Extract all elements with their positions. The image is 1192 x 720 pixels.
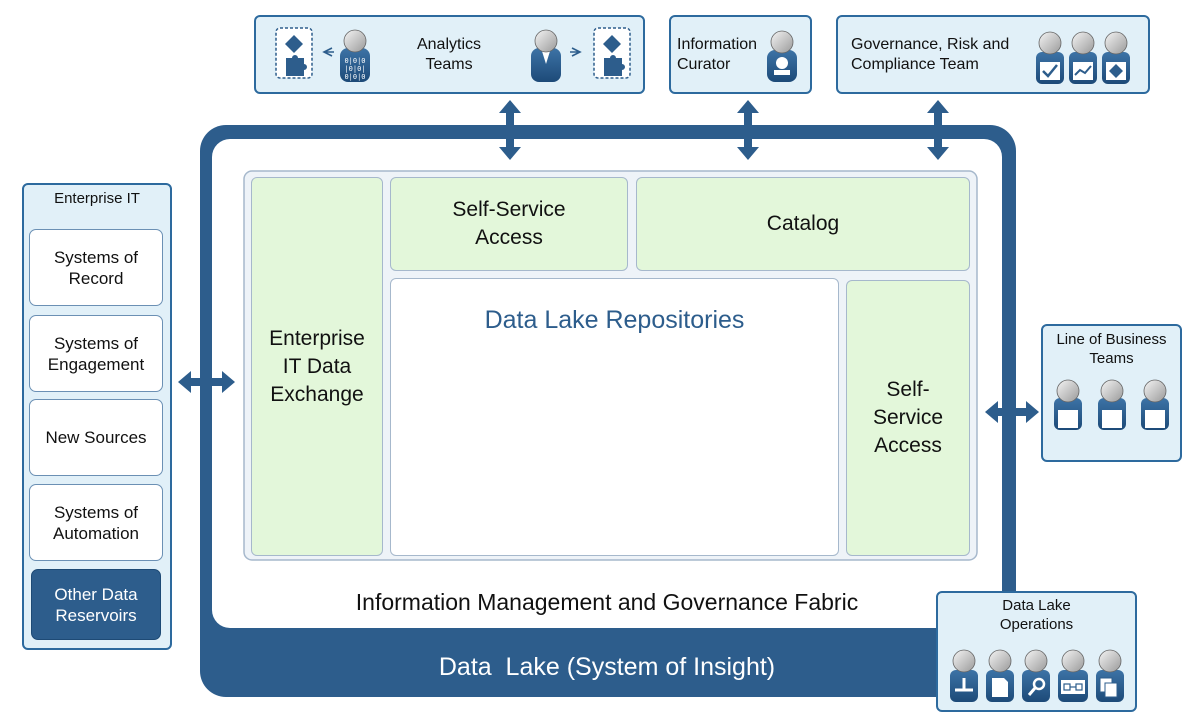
compliance-person-icon [1102,31,1130,84]
systems-of-record-label: Systems of Record [53,247,139,288]
business-analyst-icon [531,29,561,82]
arrow-curator [737,100,759,160]
enterprise-it-title: Enterprise IT [54,190,140,207]
ops-person-4-icon [1058,649,1088,702]
data-lake-title: Data Lake (System of Insight) [438,653,776,681]
self-service-access-right-label: Self- Service Access [872,378,944,457]
svg-text:|0|0|: |0|0| [344,65,365,73]
arrow-analytics [499,100,521,160]
analytics-teams-label: Analytics Teams [416,36,482,73]
arrow-grc [927,100,949,160]
information-curator-label: Information Curator [677,36,758,73]
data-lake-repositories-box [390,278,839,556]
ops-person-2-icon [986,649,1014,702]
arrow-lob [985,401,1039,423]
systems-of-engagement-label: Systems of Engagement [47,333,145,374]
ops-person-1-icon [950,649,978,702]
curator-person-icon [767,30,797,82]
governance-person-icon [1036,31,1064,84]
ops-person-3-icon [1022,649,1050,702]
double-arrows [178,100,1039,423]
analytics-teams-panel [254,15,645,94]
data-lake-operations-title: Data Lake Operations [999,597,1074,633]
lob-person-2-icon [1098,379,1126,430]
ops-people-icons [950,649,1124,702]
lob-people-icons [1054,379,1169,430]
catalog-box: Catalog [636,177,970,271]
svg-text:0|0|0: 0|0|0 [344,57,365,65]
grc-people-icons [1036,31,1130,84]
systems-of-record-box: Systems of Record [29,229,163,306]
lob-teams-title: Line of Business Teams [1056,331,1167,367]
other-data-reservoirs-box: Other Data Reservoirs [31,569,161,640]
systems-of-automation-label: Systems of Automation [53,502,139,543]
catalog-label: Catalog [766,212,840,235]
lob-person-1-icon [1054,379,1082,430]
ops-person-5-icon [1096,649,1124,702]
other-data-reservoirs-label: Other Data Reservoirs [54,584,138,625]
systems-of-engagement-box: Systems of Engagement [29,315,163,392]
governance-fabric-label: Information Management and Governance Fa… [355,589,859,615]
grc-team-label: Governance, Risk and Compliance Team [851,36,1010,73]
svg-text:0|0|0: 0|0|0 [344,73,365,81]
risk-person-icon [1069,31,1097,84]
systems-of-automation-box: Systems of Automation [29,484,163,561]
self-service-access-top-box: Self-Service Access [390,177,628,271]
enterprise-it-data-exchange-label: Enterprise IT Data Exchange [269,326,365,406]
new-sources-box: New Sources [29,399,163,476]
data-scientist-icon: 0|0|0 |0|0| 0|0|0 [340,29,370,82]
data-lake-repositories-title: Data Lake Repositories [484,306,745,334]
lob-person-3-icon [1141,379,1169,430]
enterprise-it-data-exchange-box: Enterprise IT Data Exchange [251,177,383,556]
arrow-enterprise-it [178,371,235,393]
new-sources-label: New Sources [45,428,147,447]
analytics-icons: 0|0|0 |0|0| 0|0|0 [275,27,631,82]
self-service-access-top-label: Self-Service Access [452,198,566,249]
self-service-access-right-box: Self- Service Access [846,280,970,556]
grc-team-panel [836,15,1150,94]
